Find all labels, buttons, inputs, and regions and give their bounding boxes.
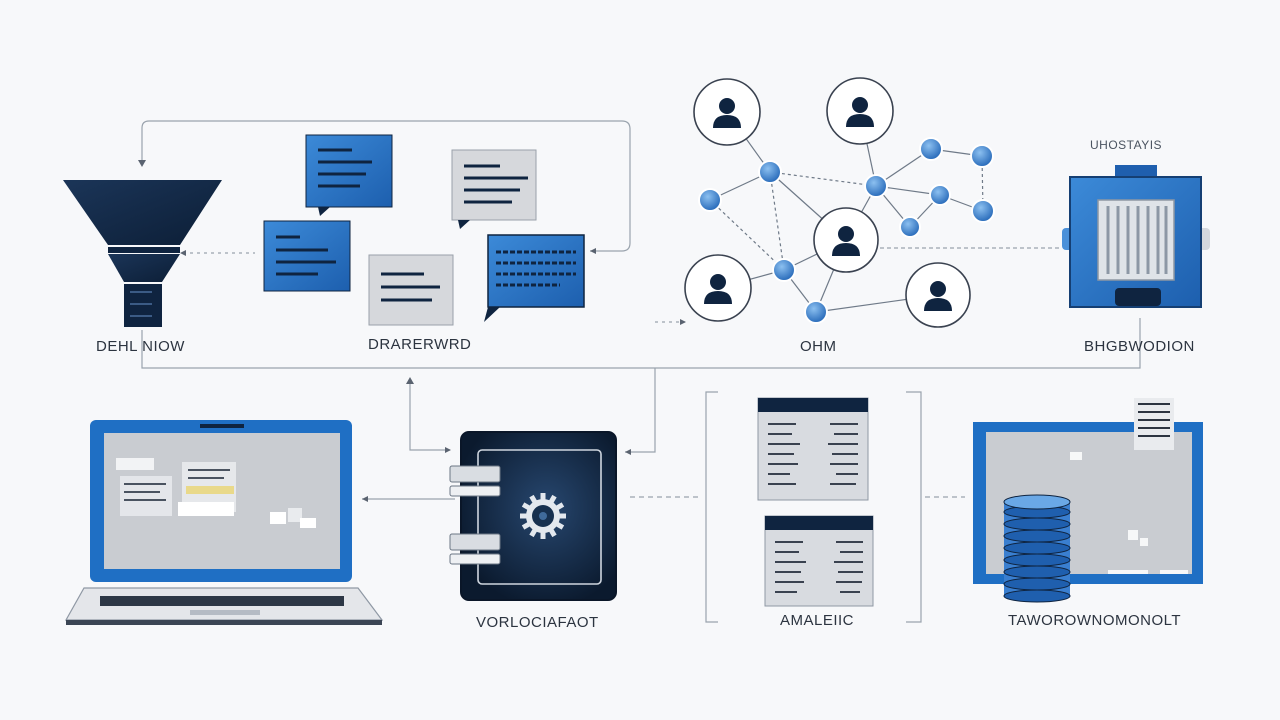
connectors	[141, 120, 1141, 623]
vault-icon	[449, 431, 617, 601]
arrow-head-icon	[138, 160, 146, 167]
top-row-baseline	[141, 318, 1141, 369]
message-card-icon	[305, 134, 393, 216]
message-card-icon	[484, 234, 585, 322]
database-stack-icon	[1003, 494, 1071, 603]
label-monitor: TAWOROWNOMONOLT	[1008, 612, 1182, 629]
user-icon	[684, 254, 752, 322]
arrow-head-icon	[406, 377, 414, 384]
label-network: OHM	[800, 338, 837, 355]
label-hardware: BHGBWODION	[1084, 338, 1195, 355]
arrow-head-icon	[680, 319, 686, 325]
label-messages: DRARERWRD	[368, 336, 472, 353]
laptop-screen-content	[116, 458, 316, 528]
arrow-head-icon	[625, 449, 631, 455]
monitor-icon	[973, 398, 1203, 603]
chip-icon	[1062, 165, 1210, 308]
message-card-icon	[451, 149, 537, 229]
funnel-icon	[63, 180, 222, 327]
arrow-head-icon	[445, 447, 451, 453]
user-icon	[905, 262, 971, 328]
label-hardware-caption: UHOSTAYIS	[1090, 138, 1163, 152]
arrowheads	[138, 160, 686, 502]
network-node-icon	[698, 137, 995, 324]
laptop-icon	[64, 420, 384, 625]
vault-left-connector	[409, 380, 450, 451]
vault-right-connector	[625, 368, 656, 453]
label-analytics: AMALEIIC	[780, 612, 855, 629]
message-card-icon	[368, 254, 454, 326]
message-cards-group	[263, 134, 585, 326]
analytics-documents	[757, 397, 874, 607]
user-icon	[693, 78, 761, 146]
arrow-head-icon	[180, 250, 186, 256]
gear-icon	[520, 493, 566, 539]
analytics-bracket-right	[906, 391, 922, 623]
top-loop-connector	[141, 120, 631, 252]
barcode-card	[1134, 398, 1174, 450]
arrow-head-icon	[590, 248, 596, 254]
label-funnel: DEHL NIOW	[96, 338, 185, 355]
arrow-head-icon	[362, 496, 368, 502]
document-icon	[757, 397, 869, 501]
network-graph	[684, 77, 995, 328]
user-icon	[813, 207, 879, 273]
analytics-bracket-left	[705, 391, 718, 623]
message-card-icon	[263, 220, 351, 292]
user-icon	[826, 77, 894, 145]
document-icon	[764, 515, 874, 607]
label-vault: VORLOCIAFAOT	[476, 614, 599, 631]
